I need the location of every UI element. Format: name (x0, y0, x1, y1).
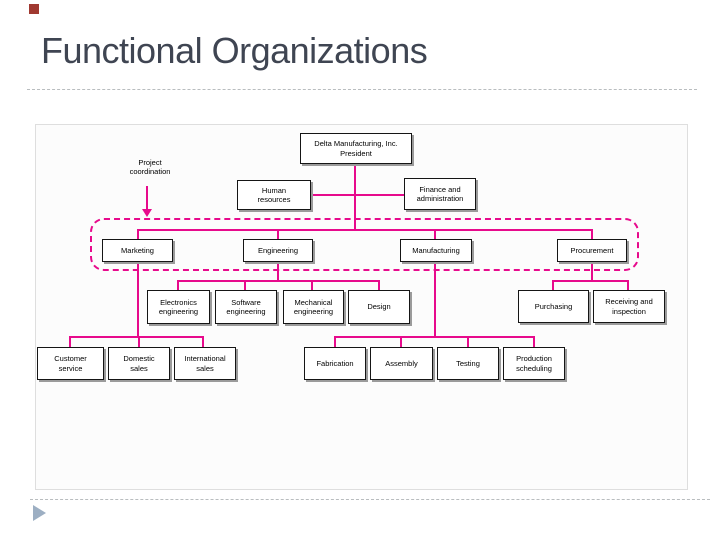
footer-arrow-icon (33, 505, 46, 521)
connector-mechanical-drop (311, 280, 313, 290)
connector-departments-bus (137, 229, 593, 231)
connector-customer-service-drop (69, 336, 71, 347)
departments-dashed-boundary (90, 218, 639, 271)
connector-marketing-tail (137, 262, 139, 338)
org-node-testing: Testing (437, 347, 499, 380)
org-node-customer-service: Customer service (37, 347, 104, 380)
org-node-purchasing: Purchasing (518, 290, 589, 323)
connector-manufacturing-tail (434, 262, 436, 338)
connector-procurement-drop (591, 229, 593, 239)
connector-production-scheduling-drop (533, 336, 535, 347)
org-node-assembly: Assembly (370, 347, 433, 380)
org-node-mechanical-engineering: Mechanical engineering (283, 290, 344, 324)
title-divider (27, 89, 697, 90)
org-node-procurement: Procurement (557, 239, 627, 262)
connector-marketing-children-bus (69, 336, 204, 338)
slide-accent-square (29, 4, 39, 14)
org-node-manufacturing: Manufacturing (400, 239, 472, 262)
project-coordination-arrow-line (146, 186, 148, 211)
org-node-software-engineering: Software engineering (215, 290, 277, 324)
connector-purchasing-drop (552, 280, 554, 290)
org-node-receiving-inspection: Receiving and inspection (593, 290, 665, 323)
project-coordination-label: Project coordination (129, 158, 171, 177)
org-node-human-resources: Human resources (237, 180, 311, 210)
connector-marketing-drop (137, 229, 139, 239)
connector-fabrication-drop (334, 336, 336, 347)
org-node-marketing: Marketing (102, 239, 173, 262)
slide-title: Functional Organizations (41, 30, 428, 71)
connector-engineering-drop (277, 229, 279, 239)
connector-software-drop (244, 280, 246, 290)
connector-manufacturing-drop (434, 229, 436, 239)
org-node-production-scheduling: Production scheduling (503, 347, 565, 380)
connector-assembly-drop (400, 336, 402, 347)
org-node-design: Design (348, 290, 410, 324)
footer-divider (30, 499, 710, 500)
connector-testing-drop (467, 336, 469, 347)
org-node-domestic-sales: Domestic sales (108, 347, 170, 380)
connector-procurement-tail (591, 262, 593, 282)
connector-domestic-sales-drop (138, 336, 140, 347)
org-node-international-sales: International sales (174, 347, 236, 380)
connector-engineering-tail (277, 262, 279, 282)
connector-staff-horizontal (311, 194, 404, 196)
connector-international-sales-drop (202, 336, 204, 347)
connector-president-vertical (354, 164, 356, 230)
org-node-electronics-engineering: Electronics engineering (147, 290, 210, 324)
org-node-president: Delta Manufacturing, Inc. President (300, 133, 412, 164)
connector-electronics-drop (177, 280, 179, 290)
project-coordination-arrowhead (142, 209, 152, 217)
connector-procurement-children-bus (552, 280, 629, 282)
org-node-engineering: Engineering (243, 239, 313, 262)
connector-engineering-children-bus (177, 280, 380, 282)
org-node-fabrication: Fabrication (304, 347, 366, 380)
connector-design-drop (378, 280, 380, 290)
connector-manufacturing-children-bus (334, 336, 535, 338)
org-node-finance: Finance and administration (404, 178, 476, 210)
connector-receiving-drop (627, 280, 629, 290)
